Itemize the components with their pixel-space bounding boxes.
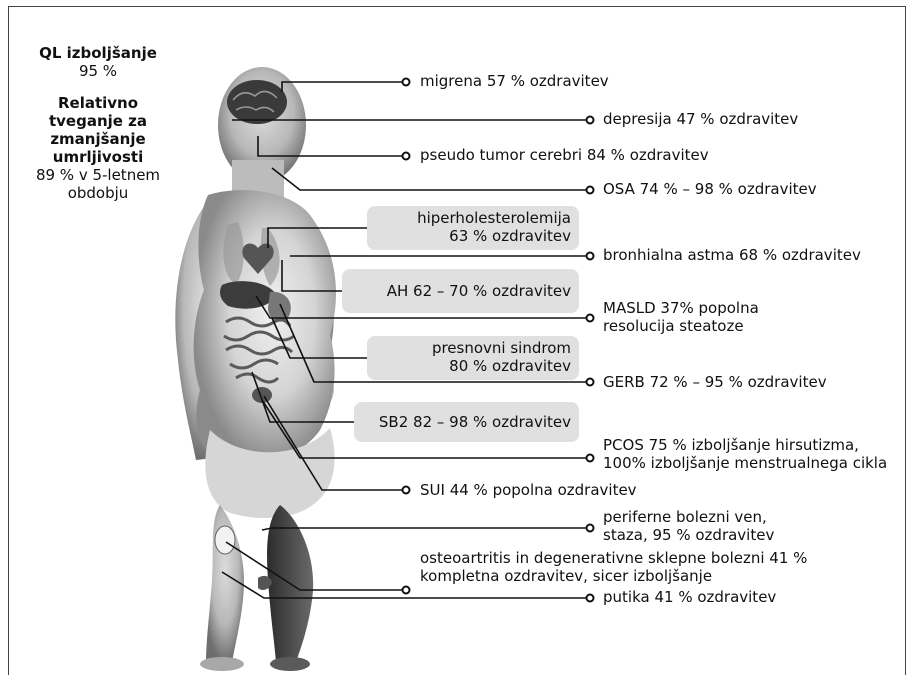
label-masld-1: MASLD 37% popolna [603, 299, 759, 317]
label-periferne-2: staza, 95 % ozdravitev [603, 526, 774, 544]
label-astma: bronhialna astma 68 % ozdravitev [603, 246, 861, 264]
dot-osa [587, 187, 594, 194]
label-masld-2: resolucija steatoze [603, 317, 744, 335]
dot-pseudo [403, 153, 410, 160]
label-osteo-2: kompletna ozdravitev, sicer izboljšanje [420, 567, 712, 585]
dot-masld [587, 315, 594, 322]
label-pseudo-tumor: pseudo tumor cerebri 84 % ozdravitev [420, 146, 709, 164]
dot-astma [587, 253, 594, 260]
dot-migrena [403, 79, 410, 86]
dot-putika [587, 595, 594, 602]
dot-periferne [587, 525, 594, 532]
label-periferne-1: periferne bolezni ven, [603, 508, 767, 526]
dot-gerb [587, 379, 594, 386]
label-pcos-1: PCOS 75 % izboljšanje hirsutizma, [603, 436, 859, 454]
dot-pcos [587, 455, 594, 462]
label-osa: OSA 74 % – 98 % ozdravitev [603, 180, 817, 198]
label-osteo-1: osteoartritis in degenerativne sklepne b… [420, 549, 807, 567]
label-pcos-2: 100% izboljšanje menstrualnega cikla [603, 454, 887, 472]
label-sui: SUI 44 % popolna ozdravitev [420, 481, 637, 499]
dot-osteo [403, 587, 410, 594]
dot-sui [403, 487, 410, 494]
dot-depresija [587, 117, 594, 124]
label-migrena: migrena 57 % ozdravitev [420, 72, 609, 90]
label-gerb: GERB 72 % – 95 % ozdravitev [603, 373, 827, 391]
label-putika: putika 41 % ozdravitev [603, 588, 776, 606]
label-depresija: depresija 47 % ozdravitev [603, 110, 798, 128]
